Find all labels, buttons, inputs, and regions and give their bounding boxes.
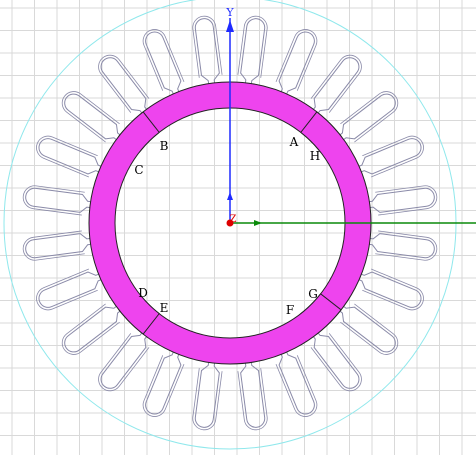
y-axis-marker (227, 192, 233, 200)
label-b: B (160, 139, 169, 153)
y-axis-label: Y (225, 6, 234, 19)
stator-slot (346, 135, 424, 178)
stator-slot (305, 322, 362, 392)
stator-slot (356, 185, 438, 216)
label-a: A (289, 135, 299, 149)
x-axis-arrowhead (254, 220, 262, 226)
stator-slot (22, 185, 104, 216)
stator-slot (36, 268, 114, 311)
magnet-segment-bottom (118, 293, 342, 365)
stator-slot (237, 15, 268, 97)
stator-slot (98, 54, 155, 124)
stator-slot (192, 15, 223, 97)
magnet-segment-left (88, 111, 160, 335)
label-h: H (310, 149, 320, 163)
stator-slot (237, 349, 268, 431)
y-axis-arrowhead (226, 20, 234, 32)
stator-slot (356, 230, 438, 261)
label-e: E (160, 301, 169, 315)
stator-slot (142, 29, 185, 107)
point-labels: A B C D E F G H (134, 135, 320, 317)
stator-slot (192, 349, 223, 431)
label-f: F (286, 303, 294, 317)
stator-slot (275, 339, 318, 417)
stator-slot (275, 29, 318, 107)
stator-slot (142, 339, 185, 417)
stator-lamination (22, 15, 438, 431)
stator-slot (329, 91, 399, 148)
label-c: C (134, 163, 143, 177)
stator-slot (305, 54, 362, 124)
origin-point (226, 219, 234, 227)
stator-slot (61, 91, 131, 148)
coordinate-axes: Y Z (225, 6, 476, 227)
label-d: D (138, 286, 148, 300)
stator-slot (329, 298, 399, 355)
stator-slot (36, 135, 114, 178)
label-g: G (308, 287, 318, 301)
stator-slot (98, 322, 155, 392)
stator-slot (22, 230, 104, 261)
magnet-segments (88, 81, 372, 365)
stator-slot (346, 268, 424, 311)
z-axis-label: Z (230, 214, 237, 225)
stator-slot (61, 298, 131, 355)
